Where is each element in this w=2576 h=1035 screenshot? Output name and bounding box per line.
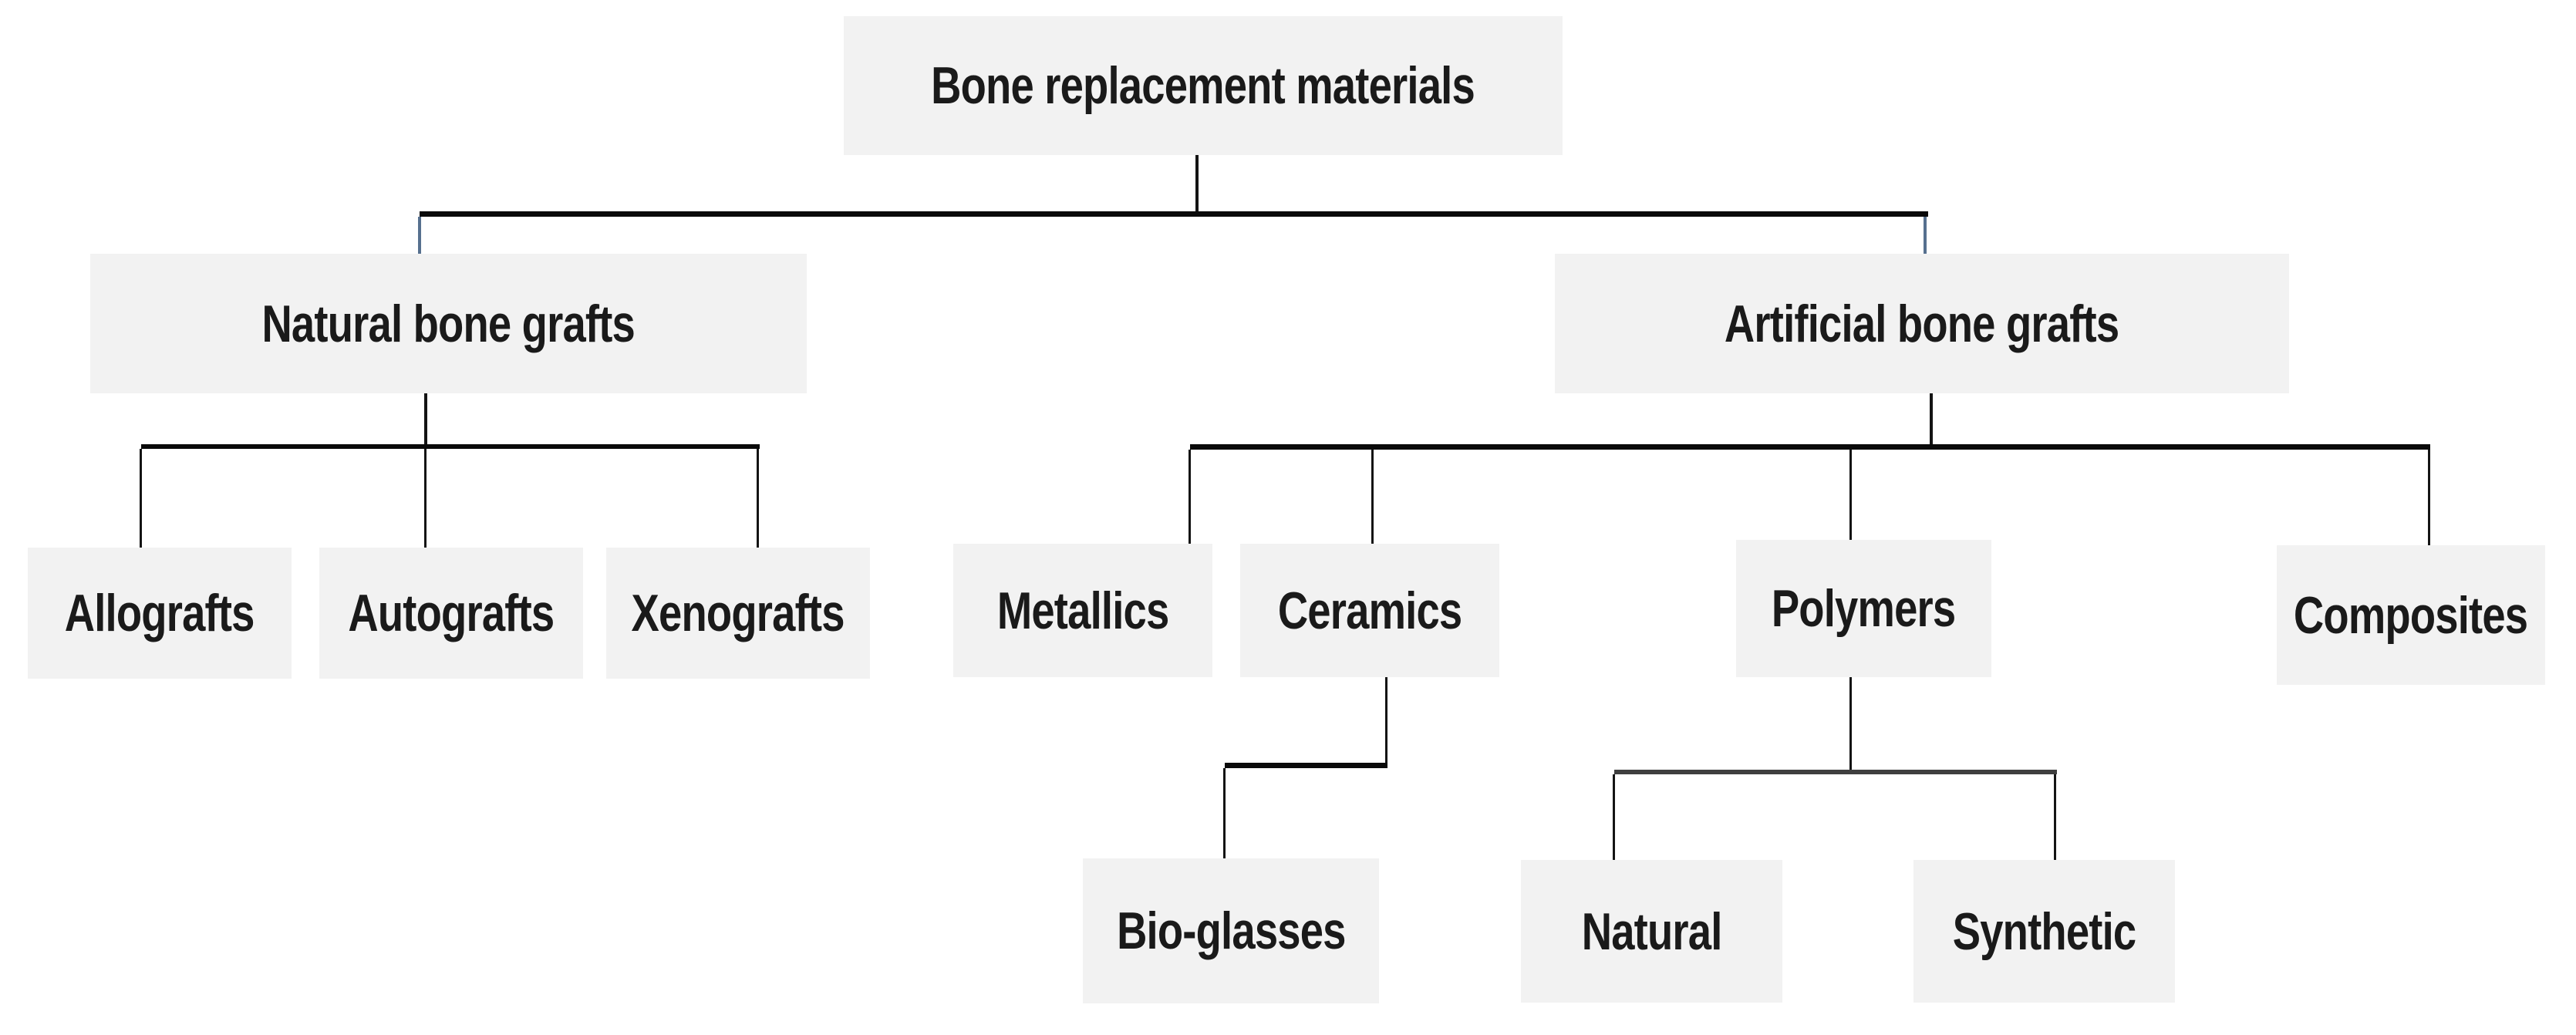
node-natural-bone-grafts: Natural bone grafts xyxy=(90,254,807,393)
connector-artificial-drop xyxy=(1924,217,1927,254)
node-synthetic-polymers: Synthetic xyxy=(1913,860,2175,1003)
node-polymers: Polymers xyxy=(1736,540,1991,677)
node-label: Natural xyxy=(1581,902,1723,961)
node-artificial-bone-grafts: Artificial bone grafts xyxy=(1555,254,2289,393)
node-label: Allografts xyxy=(65,584,255,642)
connector-root-stem xyxy=(1195,155,1199,214)
connector-polymers-bar xyxy=(1614,770,2057,774)
node-label: Xenografts xyxy=(631,584,845,642)
connector-artificial-bar xyxy=(1190,444,2430,450)
connector-polymers-drop xyxy=(1849,450,1852,540)
node-label: Artificial bone grafts xyxy=(1725,294,2119,353)
node-label: Metallics xyxy=(996,581,1169,640)
connector-ceramics-drop xyxy=(1371,450,1374,544)
node-label: Polymers xyxy=(1772,579,1956,638)
node-ceramics: Ceramics xyxy=(1240,544,1499,677)
connector-polymers-stem xyxy=(1849,677,1852,771)
connector-synthetic-drop xyxy=(2054,774,2056,860)
connector-artificial-stem xyxy=(1930,393,1933,446)
node-natural-polymers: Natural xyxy=(1521,860,1782,1003)
connector-xenografts-drop xyxy=(757,449,759,548)
connector-composites-drop xyxy=(2428,450,2430,545)
node-label: Ceramics xyxy=(1277,581,1462,640)
connector-natural-bar xyxy=(141,444,760,449)
connector-allografts-drop xyxy=(140,449,142,548)
node-composites: Composites xyxy=(2277,545,2545,685)
connector-metallics-drop xyxy=(1189,450,1191,544)
node-label: Natural bone grafts xyxy=(261,294,636,353)
connector-level1-bar xyxy=(420,211,1928,217)
node-allografts: Allografts xyxy=(28,548,292,679)
connector-naturalpoly-drop xyxy=(1613,774,1615,860)
node-bio-glasses: Bio-glasses xyxy=(1083,858,1379,1003)
connector-autografts-drop xyxy=(424,449,427,548)
connector-natural-stem xyxy=(424,393,427,446)
connector-bioglasses-drop xyxy=(1223,768,1226,858)
node-label: Composites xyxy=(2294,585,2528,645)
node-bone-replacement-materials: Bone replacement materials xyxy=(844,16,1563,155)
node-autografts: Autografts xyxy=(319,548,583,679)
node-label: Autografts xyxy=(348,584,555,642)
connector-natural-drop xyxy=(418,217,421,254)
node-xenografts: Xenografts xyxy=(606,548,870,679)
node-label: Synthetic xyxy=(1952,902,2136,961)
node-label: Bio-glasses xyxy=(1116,902,1346,960)
connector-bioglasses-bar xyxy=(1225,763,1387,768)
connector-ceramics-stem xyxy=(1385,677,1387,764)
node-label: Bone replacement materials xyxy=(931,56,1476,115)
node-metallics: Metallics xyxy=(953,544,1212,677)
